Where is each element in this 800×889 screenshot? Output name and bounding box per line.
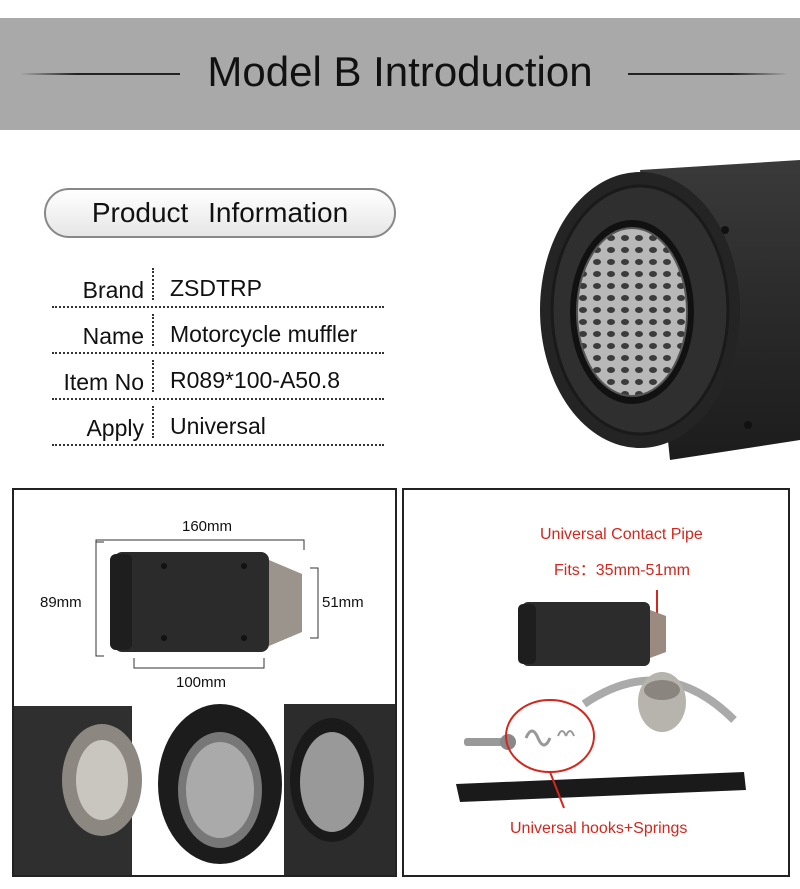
info-separator — [152, 360, 154, 392]
hooks-label: Universal hooks+Springs — [510, 820, 688, 837]
banner-left-rule — [20, 73, 180, 75]
accessories-diagram — [456, 590, 746, 809]
pipe-title: Universal Contact Pipe — [540, 526, 703, 543]
banner-right-rule — [628, 73, 788, 75]
page-title: Model B Introduction — [207, 48, 593, 95]
info-label: Brand — [82, 277, 144, 303]
info-value: R089*100-A50.8 — [170, 367, 341, 393]
dimensions-panel: 160mm 89mm 51mm 100mm — [12, 488, 397, 877]
info-label: Item No — [63, 369, 144, 395]
dimension-diagram — [14, 539, 395, 875]
dim-body: 100mm — [176, 674, 227, 691]
pipe-fits: Fits：35mm-51mm — [554, 562, 691, 579]
info-separator — [152, 314, 154, 346]
info-label: Name — [82, 323, 144, 349]
info-row-brand: Brand ZSDTRP — [52, 262, 384, 308]
dim-height: 89mm — [40, 594, 82, 611]
info-value: ZSDTRP — [170, 275, 262, 301]
product-info-table: Brand ZSDTRP Name Motorcycle muffler Ite… — [52, 262, 384, 446]
dim-length: 160mm — [182, 518, 233, 535]
info-row-item-no: Item No R089*100-A50.8 — [52, 354, 384, 400]
info-separator — [152, 268, 154, 300]
muffler-hero-image — [540, 160, 800, 460]
info-row-apply: Apply Universal — [52, 400, 384, 446]
accessories-panel: Universal Contact Pipe Fits：35mm-51mm Un… — [402, 488, 790, 877]
info-label: Apply — [86, 415, 144, 441]
header-banner: Model B Introduction — [0, 18, 800, 130]
product-info-heading: Product Information — [44, 188, 396, 238]
info-separator — [152, 406, 154, 438]
info-value: Motorcycle muffler — [170, 321, 358, 347]
info-row-name: Name Motorcycle muffler — [52, 308, 384, 354]
info-value: Universal — [170, 413, 266, 439]
dim-outlet: 51mm — [322, 594, 364, 611]
